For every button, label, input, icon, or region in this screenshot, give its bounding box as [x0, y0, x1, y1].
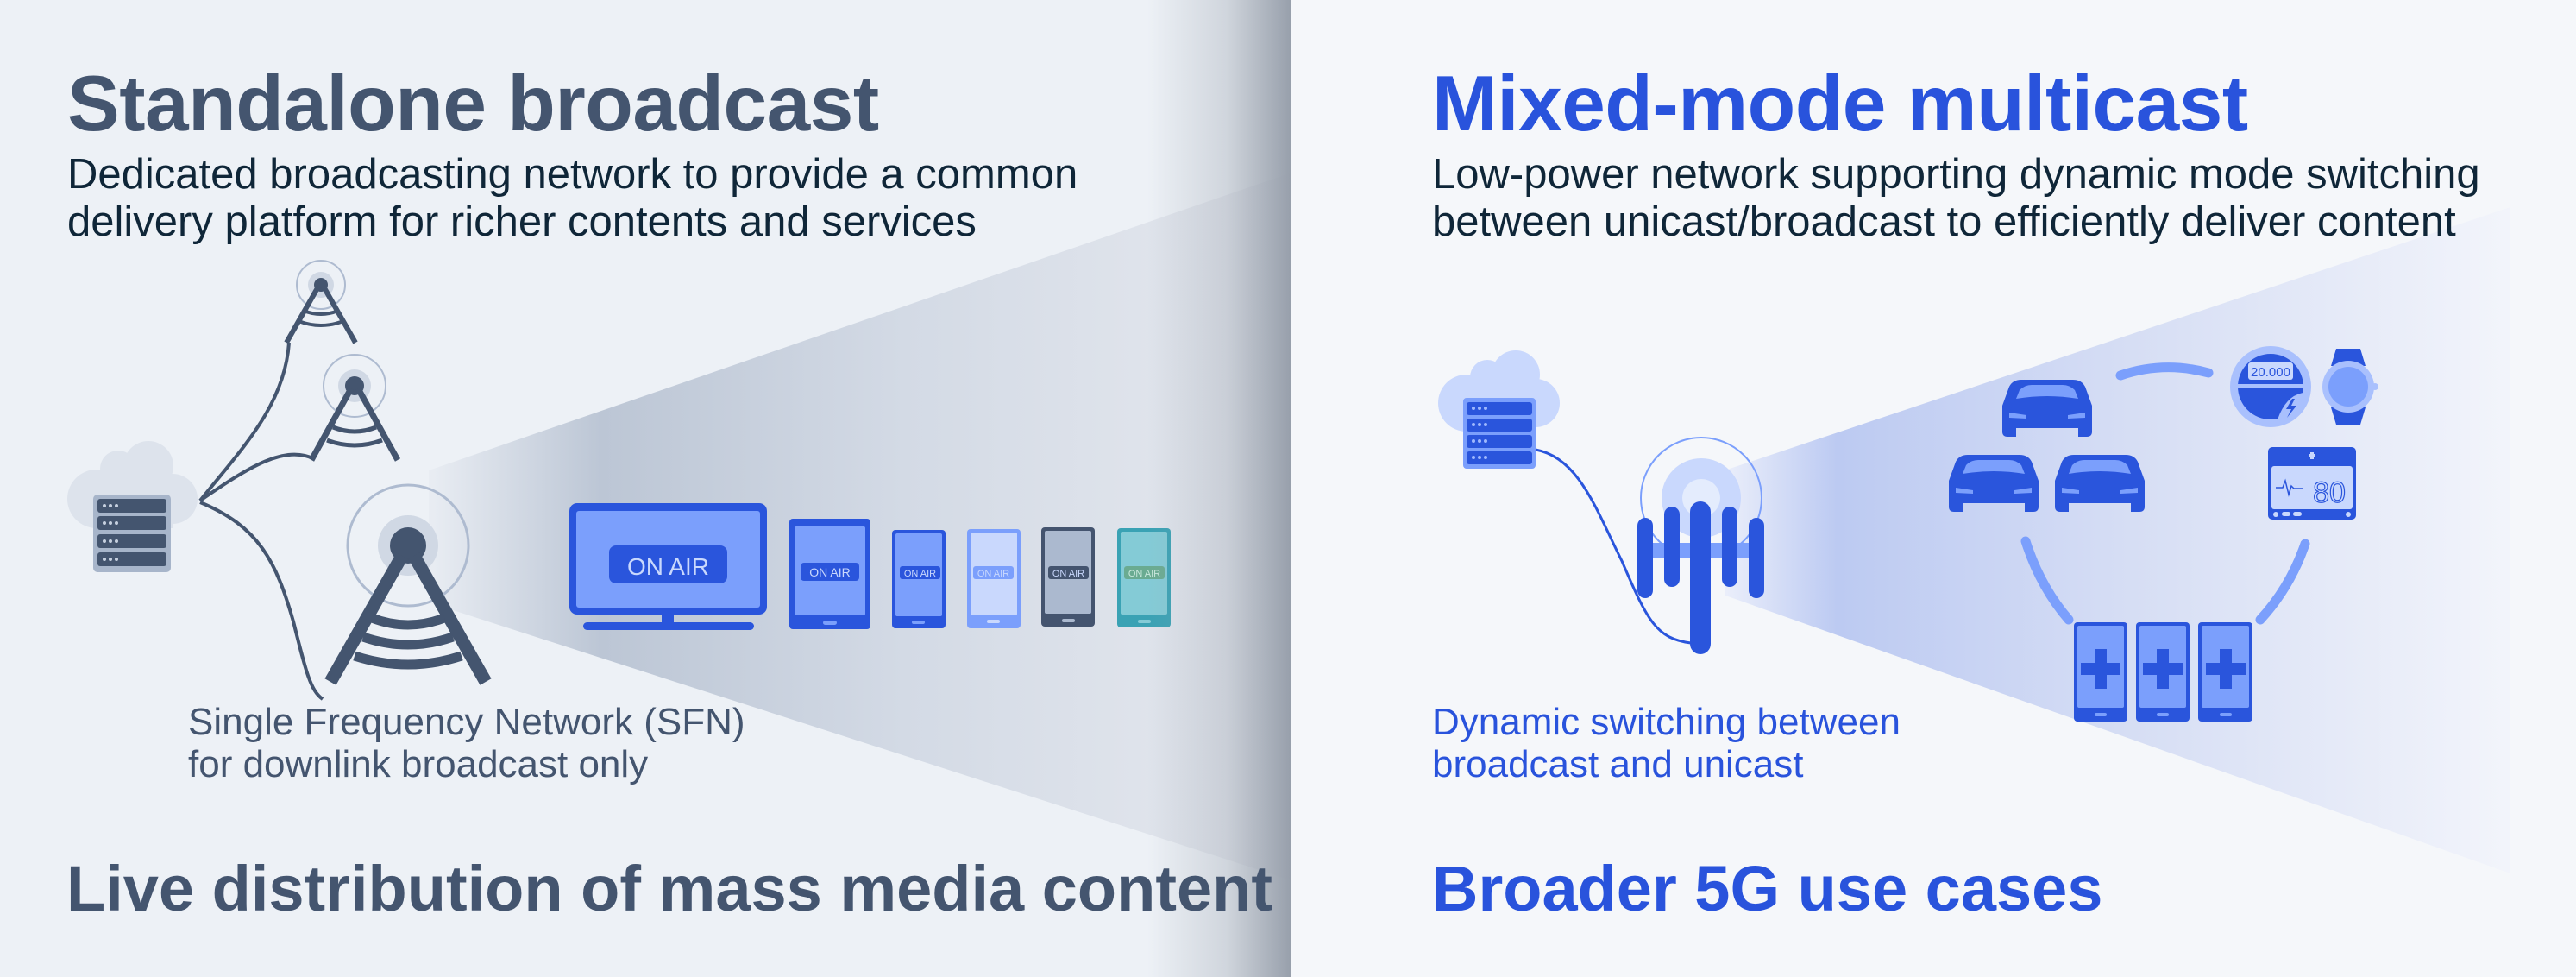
right-title: Mixed-mode multicast [1432, 60, 2248, 148]
sfn-caption-line: Single Frequency Network (SFN) [188, 701, 745, 743]
left-subtitle: Dedicated broadcasting network to provid… [67, 151, 1078, 246]
medical-phone-icon [2074, 622, 2127, 722]
sfn-caption-line: for downlink broadcast only [188, 743, 649, 785]
switching-caption: Dynamic switching between broadcast and … [1432, 701, 1901, 785]
on-air-label: ON AIR [1052, 569, 1084, 579]
medical-phone-icon [2198, 622, 2252, 722]
on-air-label: ON AIR [977, 569, 1009, 579]
cloud-server-icon [67, 441, 198, 572]
panel-divider-shadow [1147, 0, 1291, 977]
broadcast-tower-icon [284, 260, 358, 344]
on-air-label: ON AIR [627, 553, 709, 580]
smartwatch-icon [2322, 349, 2378, 425]
phone-device: ON AIR [1041, 527, 1095, 627]
network-cable [1535, 448, 1692, 645]
antenna-array-icon [1637, 437, 1764, 654]
right-bottom-heading: Broader 5G use cases [1432, 853, 2103, 924]
phone-device: ON AIR [967, 529, 1021, 628]
cloud-server-icon [1438, 350, 1560, 469]
switching-caption-line: Dynamic switching between [1432, 701, 1901, 743]
left-bottom-heading: Live distribution of mass media content [66, 853, 1272, 924]
connection-arcs [2020, 362, 2310, 625]
left-title: Standalone broadcast [67, 60, 879, 148]
medical-phone-icon [2136, 622, 2190, 722]
switching-caption-line: broadcast and unicast [1432, 743, 1804, 785]
right-subtitle: Low-power network supporting dynamic mod… [1432, 151, 2480, 246]
heart-rate-value: 80 [2313, 476, 2346, 509]
car-icon [1949, 455, 2039, 512]
network-cables [198, 342, 324, 701]
car-icon [2055, 455, 2145, 512]
right-subtitle-line: between unicast/broadcast to efficiently… [1432, 199, 2456, 245]
sfn-caption: Single Frequency Network (SFN) for downl… [188, 701, 745, 785]
on-air-label: ON AIR [904, 569, 936, 579]
tv-device: ON AIR [569, 503, 767, 630]
broadcast-tower-icon [324, 483, 492, 685]
health-monitor-icon: 80 [2268, 447, 2356, 520]
tablet-device: ON AIR [789, 519, 870, 629]
left-subtitle-line: Dedicated broadcasting network to provid… [67, 151, 1078, 198]
multicast-beam [1717, 207, 2510, 873]
left-subtitle-line: delivery platform for richer contents an… [67, 199, 977, 245]
phone-device: ON AIR [892, 530, 946, 628]
meter-reading: 20.000 [2251, 365, 2290, 380]
smart-meter-icon: 20.000 [2230, 346, 2311, 427]
right-subtitle-line: Low-power network supporting dynamic mod… [1432, 151, 2480, 198]
on-air-label: ON AIR [809, 565, 850, 579]
car-icon [2002, 380, 2092, 437]
broadcast-tower-icon [308, 354, 401, 462]
